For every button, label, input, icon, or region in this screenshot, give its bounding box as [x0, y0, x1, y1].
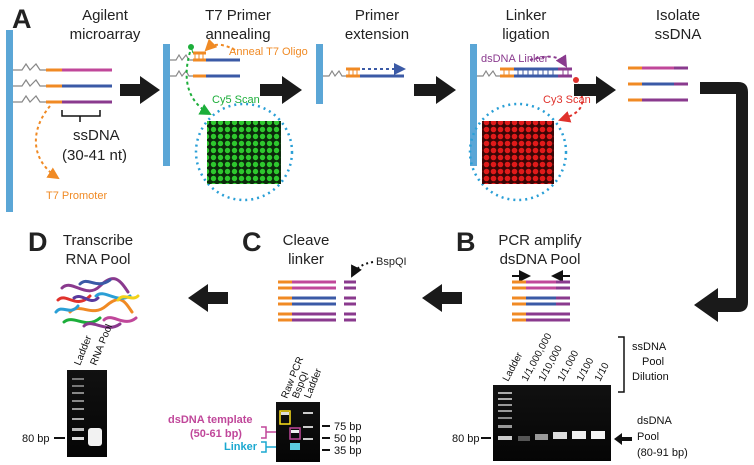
microarray-slide-1: [6, 30, 13, 212]
flow-arrow-4: [574, 76, 616, 104]
panel-b-title-line1: PCR amplify: [498, 232, 582, 249]
t7-promoter-pointer: [35, 105, 60, 180]
step-1-title-line2: microarray: [70, 26, 141, 43]
template-bracket: [261, 426, 276, 439]
pcr-gel-band-1: [518, 436, 530, 441]
pcr-gel-ladder: [498, 392, 512, 440]
pcr-gel-band-4: [572, 431, 586, 439]
dilution-label-line1: ssDNA: [632, 341, 667, 353]
rna-gel-band: [88, 428, 102, 446]
rna-pool-squiggles: [54, 277, 140, 329]
cleave-gel-ladder-band-2: [303, 426, 313, 428]
anneal-t7-oligo-label: Anneal T7 Oligo: [229, 46, 308, 58]
step-2-title-line1: T7 Primer: [205, 7, 271, 24]
flow-arrow-turn: [694, 82, 748, 322]
bspqi-label: BspQI: [376, 256, 407, 268]
rna-gel-ladder: [72, 378, 84, 440]
raw-pcr-box: [279, 410, 291, 425]
t7-promoter-label: T7 Promoter: [46, 190, 107, 202]
cleave-gel-ladder-band-1: [303, 412, 313, 414]
step-4-title-line1: Linker: [506, 7, 547, 24]
isolated-ssdna-strands: [628, 66, 688, 102]
microarray-slide-2: [163, 44, 170, 166]
microarray-strands: [13, 62, 112, 104]
pool-label-line3: (80-91 bp): [637, 447, 688, 459]
cleave-marker-50: 50 bp: [334, 433, 362, 445]
cy5-pointer: [185, 51, 212, 115]
ssdna-length-label: (30-41 nt): [62, 147, 127, 164]
panel-c-title-line2: linker: [288, 251, 324, 268]
panel-d-letter: D: [28, 227, 48, 257]
template-label-line2: (50-61 bp): [190, 428, 242, 440]
step-2-title-line2: annealing: [205, 26, 270, 43]
dilution-bracket: [618, 336, 625, 393]
pool-arrow: [614, 433, 632, 445]
ssdna-bracket: [61, 110, 101, 122]
cy3-scan-image: [482, 121, 554, 184]
annealing-strands: [170, 44, 240, 78]
dsdna-linker-label: dsDNA Linker: [481, 53, 549, 65]
extension-strands: [323, 63, 406, 78]
pool-label-line1: dsDNA: [637, 415, 673, 427]
linker-gel-label: Linker: [224, 441, 258, 453]
cleaved-duplexes: [278, 280, 356, 322]
step-5-title-line2: ssDNA: [655, 26, 702, 43]
cy5-scan-circle: [194, 102, 294, 202]
pcr-marker-label: 80 bp: [452, 433, 480, 445]
flow-arrow-b-c: [422, 284, 462, 312]
linker-bracket: [261, 441, 276, 453]
ligation-strands: [477, 67, 579, 83]
bspqi-pointer: [351, 261, 374, 278]
dilution-label-line3: Dilution: [632, 371, 669, 383]
flow-arrow-3: [414, 76, 456, 104]
panel-c-letter: C: [242, 227, 262, 257]
flow-arrow-c-d: [188, 284, 228, 312]
pcr-gel-band-2: [535, 434, 548, 440]
pcr-gel: [493, 385, 611, 461]
step-1-title-line1: Agilent: [82, 7, 129, 24]
cy3-scan-circle: [468, 102, 568, 202]
pcr-gel-band-5: [591, 431, 605, 439]
anneal-pointer: [204, 38, 236, 52]
rna-lane-label-2: RNA Pool: [89, 323, 115, 367]
dilution-label-line2: Pool: [642, 356, 664, 368]
microarray-slide-3: [316, 44, 323, 104]
cleave-gel-band-linker: [290, 443, 300, 450]
panel-d-title-line2: RNA Pool: [65, 251, 130, 268]
panel-b-letter: B: [456, 227, 476, 257]
ssdna-label: ssDNA: [73, 127, 120, 144]
pool-label-line2: Pool: [637, 431, 659, 443]
linker-pointer: [529, 54, 568, 68]
pcr-duplexes: [512, 270, 570, 322]
panel-a-letter: A: [12, 4, 32, 34]
cy3-scan-label: Cy3 Scan: [543, 94, 591, 106]
template-box: [289, 427, 301, 440]
cleave-gel-band-template: [291, 430, 299, 433]
step-4-title-line2: ligation: [502, 26, 550, 43]
pcr-gel-band-3: [553, 432, 567, 439]
cy5-scan-image: [207, 121, 281, 184]
microarray-slide-4: [470, 44, 477, 166]
cleave-gel-ladder-band-3: [303, 438, 313, 440]
pcr-lane-label-6: 1/10: [593, 361, 612, 384]
flow-arrow-2: [260, 76, 302, 104]
step-5-title-line1: Isolate: [656, 7, 700, 24]
cleave-marker-75: 75 bp: [334, 421, 362, 433]
rna-marker-label: 80 bp: [22, 433, 50, 445]
cleave-gel-band-raw: [281, 412, 289, 415]
panel-c-title-line1: Cleave: [283, 232, 330, 249]
step-3-title-line2: extension: [345, 26, 409, 43]
cy3-pointer: [558, 83, 584, 123]
flow-arrow-1: [120, 76, 160, 104]
step-3-title-line1: Primer: [355, 7, 399, 24]
panel-d-title-line1: Transcribe: [63, 232, 133, 249]
cleave-marker-35: 35 bp: [334, 445, 362, 457]
panel-b-title-line2: dsDNA Pool: [500, 251, 581, 268]
template-label-line1: dsDNA template: [168, 414, 253, 426]
